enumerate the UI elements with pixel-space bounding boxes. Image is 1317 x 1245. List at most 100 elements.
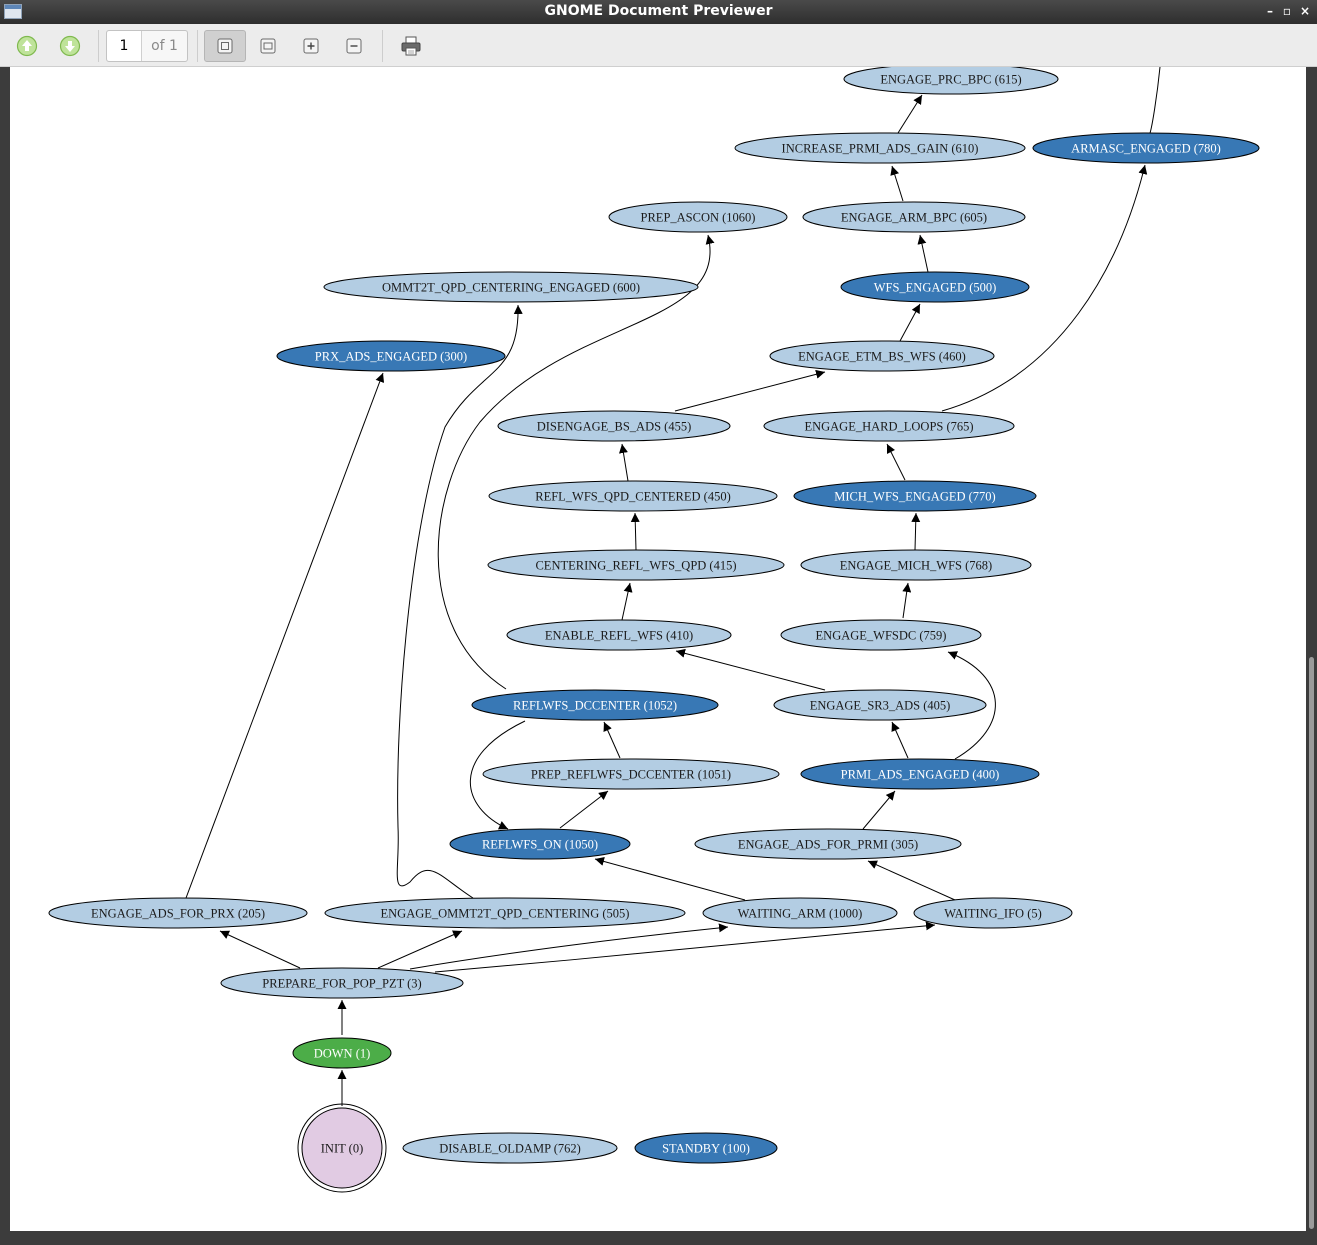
graph-edge — [890, 165, 904, 202]
best-fit-icon — [217, 38, 233, 54]
graph-edge — [1149, 66, 1161, 134]
window-title: GNOME Document Previewer — [544, 3, 773, 19]
graph-node-label: PREPARE_FOR_POP_PZT (3) — [262, 977, 421, 991]
graph-node-label: MICH_WFS_ENGAGED (770) — [834, 490, 995, 504]
graph-node-770: MICH_WFS_ENGAGED (770) — [793, 480, 1037, 512]
zoom-out-button[interactable] — [333, 30, 375, 62]
fit-width-icon — [260, 38, 276, 54]
graph-edge — [603, 721, 621, 759]
document-page: ENGAGE_PRC_BPC (615)INCREASE_PRMI_ADS_GA… — [10, 63, 1306, 1231]
graph-edge — [621, 582, 633, 621]
graph-node-label: CENTERING_REFL_WFS_QPD (415) — [535, 559, 736, 573]
graph-node-label: ENGAGE_ADS_FOR_PRMI (305) — [738, 838, 918, 852]
graph-node-405: ENGAGE_SR3_ADS (405) — [773, 689, 987, 721]
arrow-up-circle-icon — [16, 35, 38, 57]
graph-edge — [185, 372, 385, 899]
graph-node-label: ARMASC_ENGAGED (780) — [1071, 142, 1221, 156]
graph-edge — [886, 443, 906, 481]
graph-edge — [675, 648, 826, 691]
graph-edge — [911, 512, 921, 551]
graph-edge — [630, 512, 640, 551]
graph-nodes: ENGAGE_PRC_BPC (615)INCREASE_PRMI_ADS_GA… — [48, 63, 1260, 1193]
vertical-scrollbar[interactable] — [1309, 657, 1314, 1229]
graph-node-label: DISENGAGE_BS_ADS (455) — [537, 420, 692, 434]
graph-node-label: REFL_WFS_QPD_CENTERED (450) — [535, 490, 731, 504]
graph-node-1060: PREP_ASCON (1060) — [608, 201, 788, 233]
best-fit-button[interactable] — [204, 30, 246, 62]
graph-edge — [559, 790, 609, 829]
graph-node-415: CENTERING_REFL_WFS_QPD (415) — [487, 549, 785, 581]
state-graph: ENGAGE_PRC_BPC (615)INCREASE_PRMI_ADS_GA… — [48, 63, 1260, 1193]
window-titlebar[interactable]: GNOME Document Previewer – ▫ × — [0, 0, 1317, 24]
document-viewport[interactable]: ENGAGE_PRC_BPC (615)INCREASE_PRMI_ADS_GA… — [0, 63, 1317, 1245]
arrow-down-circle-icon — [59, 35, 81, 57]
graph-node-label: ENGAGE_MICH_WFS (768) — [840, 559, 992, 573]
minimize-icon[interactable]: – — [1267, 4, 1273, 18]
graph-edge — [396, 304, 523, 899]
zoom-in-button[interactable] — [290, 30, 332, 62]
graph-node-410: ENABLE_REFL_WFS (410) — [506, 619, 732, 651]
graph-node-label: REFLWFS_DCCENTER (1052) — [513, 699, 677, 713]
graph-node-label: PRMI_ADS_ENGAGED (400) — [841, 768, 1000, 782]
page-total-label: of 1 — [151, 38, 178, 54]
graph-edge — [899, 303, 921, 342]
graph-edge — [674, 369, 826, 412]
graph-node-label: OMMT2T_QPD_CENTERING_ENGAGED (600) — [382, 281, 640, 295]
graph-node-label: WAITING_IFO (5) — [944, 907, 1042, 921]
fit-width-button[interactable] — [247, 30, 289, 62]
graph-node-205: ENGAGE_ADS_FOR_PRX (205) — [48, 897, 308, 929]
graph-node-label: ENGAGE_PRC_BPC (615) — [880, 73, 1021, 87]
maximize-icon[interactable]: ▫ — [1282, 4, 1292, 18]
graph-node-762: DISABLE_OLDAMP (762) — [402, 1132, 618, 1164]
page-number-input[interactable]: 1 — [107, 31, 142, 61]
graph-node-1050: REFLWFS_ON (1050) — [449, 828, 631, 860]
graph-node-768: ENGAGE_MICH_WFS (768) — [800, 549, 1032, 581]
graph-node-label: ENGAGE_HARD_LOOPS (765) — [804, 420, 973, 434]
graph-node-759: ENGAGE_WFSDC (759) — [780, 619, 982, 651]
graph-edge — [437, 234, 715, 690]
close-icon[interactable]: × — [1299, 4, 1311, 18]
print-button[interactable] — [390, 30, 432, 62]
graph-edge — [947, 651, 996, 760]
graph-edge — [862, 790, 896, 830]
graph-node-label: STANDBY (100) — [662, 1142, 750, 1156]
graph-node-label: ENGAGE_ARM_BPC (605) — [841, 211, 987, 225]
graph-node-label: ENGAGE_OMMT2T_QPD_CENTERING (505) — [381, 907, 630, 921]
graph-node-300: PRX_ADS_ENGAGED (300) — [276, 340, 506, 372]
graph-node-label: PREP_ASCON (1060) — [641, 211, 756, 225]
graph-node-605: ENGAGE_ARM_BPC (605) — [802, 201, 1026, 233]
graph-node-label: WFS_ENGAGED (500) — [874, 281, 997, 295]
graph-edge — [902, 582, 912, 619]
toolbar-separator — [382, 30, 383, 62]
print-icon — [401, 36, 421, 56]
graph-node-5: WAITING_IFO (5) — [913, 897, 1073, 929]
app-icon — [4, 4, 22, 19]
next-page-button[interactable] — [49, 30, 91, 62]
graph-node-label: ENGAGE_ETM_BS_WFS (460) — [798, 350, 966, 364]
graph-node-label: DOWN (1) — [314, 1047, 371, 1061]
toolbar: 1 of 1 — [0, 24, 1317, 67]
graph-edge — [891, 721, 909, 759]
previous-page-button[interactable] — [6, 30, 48, 62]
graph-node-label: PREP_REFLWFS_DCCENTER (1051) — [531, 768, 731, 782]
graph-edge — [917, 234, 929, 273]
graph-node-505: ENGAGE_OMMT2T_QPD_CENTERING (505) — [324, 897, 686, 929]
graph-node-label: PRX_ADS_ENGAGED (300) — [315, 350, 467, 364]
graph-edge — [941, 164, 1148, 412]
graph-node-765: ENGAGE_HARD_LOOPS (765) — [763, 410, 1015, 442]
graph-edge — [409, 923, 729, 970]
graph-node-1052: REFLWFS_DCCENTER (1052) — [471, 689, 719, 721]
graph-node-600: OMMT2T_QPD_CENTERING_ENGAGED (600) — [323, 271, 699, 303]
graph-node-780: ARMASC_ENGAGED (780) — [1032, 132, 1260, 164]
graph-node-305: ENGAGE_ADS_FOR_PRMI (305) — [694, 828, 962, 860]
graph-edges — [185, 66, 1161, 1106]
zoom-out-icon — [346, 38, 362, 54]
graph-node-label: ENGAGE_WFSDC (759) — [816, 629, 947, 643]
graph-edge — [618, 443, 629, 482]
graph-edge — [867, 860, 956, 901]
graph-node-label: ENGAGE_ADS_FOR_PRX (205) — [91, 907, 265, 921]
zoom-in-icon — [303, 38, 319, 54]
graph-node-450: REFL_WFS_QPD_CENTERED (450) — [488, 480, 778, 512]
page-selector[interactable]: 1 of 1 — [106, 30, 188, 62]
graph-edge — [594, 857, 746, 901]
